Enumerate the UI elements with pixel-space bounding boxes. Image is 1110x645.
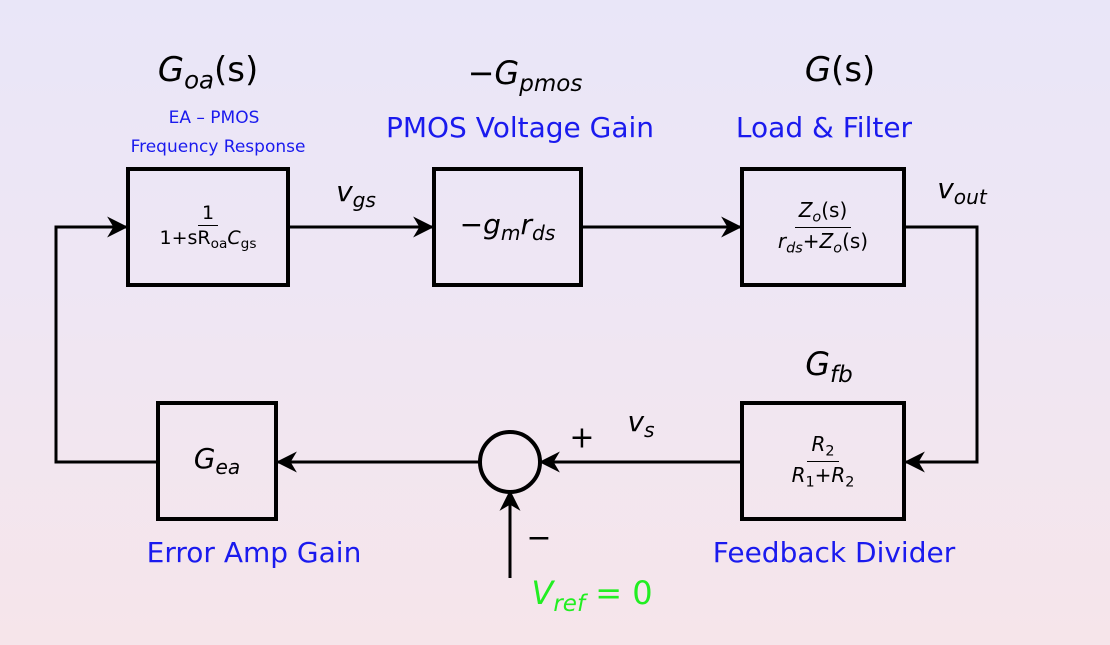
- goa-block: 1 1+sRoaCgs: [126, 167, 290, 287]
- gfb-label: Gfb: [805, 345, 853, 388]
- vgs-label: vgs: [336, 175, 376, 213]
- vs-label: vs: [627, 405, 655, 443]
- ea-pmos-label: EA – PMOS: [168, 108, 260, 128]
- feedback-divider-block: R2 R1+R2: [740, 401, 906, 521]
- pmos-voltage-gain-label: PMOS Voltage Gain: [385, 111, 655, 144]
- wire-vout-feedback: [903, 225, 979, 473]
- pmos-gain-block: −gmrds: [432, 167, 583, 287]
- vout-label: vout: [937, 172, 987, 210]
- vref-label: Vref = 0: [531, 574, 653, 617]
- feedback-divider-label: Feedback Divider: [712, 536, 956, 569]
- error-amp-gain-label: Error Amp Gain: [146, 536, 362, 569]
- summing-junction: [478, 430, 542, 494]
- gpmos-transfer-label: −Gpmos: [467, 54, 583, 97]
- minus-sign: −: [526, 520, 552, 556]
- goa-transfer-label: Goa(s): [157, 50, 259, 95]
- load-filter-label: Load & Filter: [735, 111, 913, 144]
- frequency-response-label: Frequency Response: [130, 137, 306, 157]
- g-transfer-label: G(s): [804, 50, 876, 90]
- error-amp-block: Gea: [156, 401, 278, 521]
- plus-sign: +: [569, 420, 595, 456]
- load-filter-block: Zo(s) rds+Zo(s): [740, 167, 906, 287]
- wire-loop-back: [54, 216, 156, 464]
